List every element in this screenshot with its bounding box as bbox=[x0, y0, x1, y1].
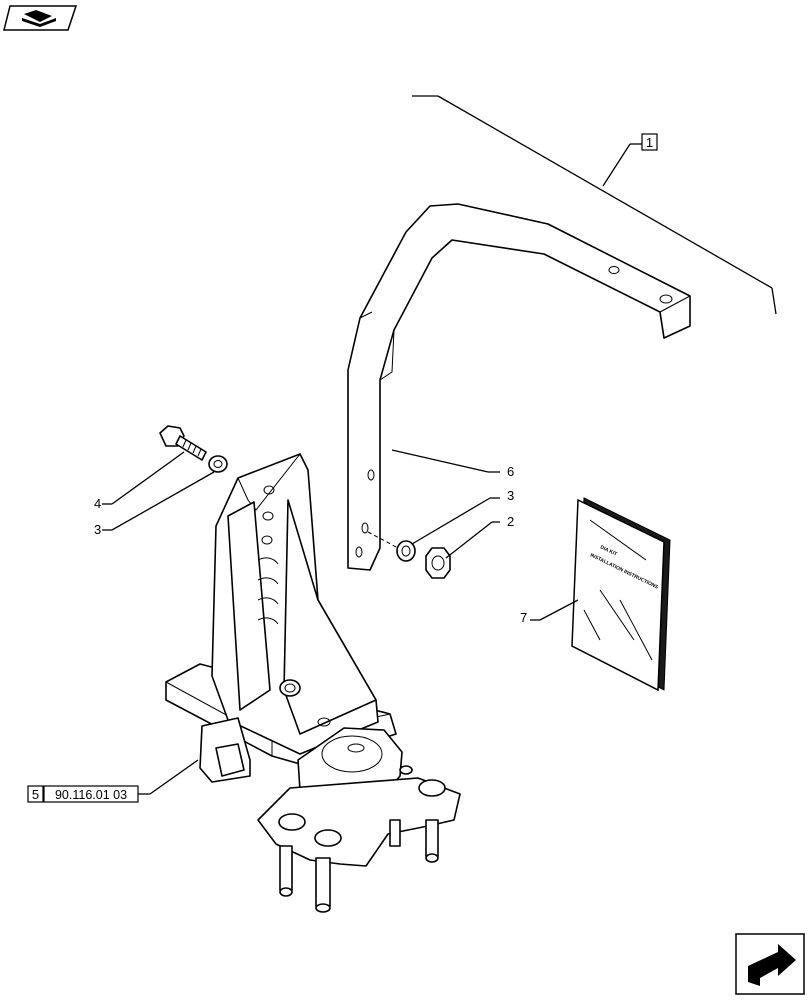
next-page-arrow-icon[interactable] bbox=[735, 933, 805, 995]
callout-assembly: 1 bbox=[646, 135, 653, 150]
washer-right bbox=[396, 540, 416, 562]
booklet-leader: 7 bbox=[520, 599, 579, 625]
washer-right-leader: 3 bbox=[411, 488, 514, 545]
assembly-axis bbox=[367, 531, 401, 550]
assembly-leader: 1 bbox=[412, 95, 777, 315]
reference-leader: 5 90.116.01 03 bbox=[27, 759, 199, 803]
washer-left bbox=[208, 455, 228, 473]
callout-instructions: 7 bbox=[520, 610, 527, 625]
book-arrow-icon[interactable] bbox=[3, 5, 78, 31]
callout-washer-right: 3 bbox=[507, 488, 514, 503]
bent-bracket bbox=[347, 203, 691, 571]
reference-index: 5 bbox=[32, 787, 39, 802]
reference-code[interactable]: 90.116.01 03 bbox=[55, 788, 127, 802]
callout-washer-left: 3 bbox=[94, 522, 101, 537]
callout-nut: 2 bbox=[507, 514, 514, 529]
bolt-leader: 4 bbox=[94, 451, 185, 511]
callout-bracket: 6 bbox=[507, 464, 514, 479]
instruction-booklet: DIA KIT INSTALLATION INSTRUCTIONS bbox=[571, 497, 671, 692]
nut-leader: 2 bbox=[445, 514, 514, 559]
washer-left-leader: 3 bbox=[94, 471, 215, 537]
mount-assembly bbox=[165, 453, 461, 913]
nut bbox=[425, 547, 451, 579]
callout-bolt: 4 bbox=[94, 496, 101, 511]
bolt bbox=[159, 425, 207, 461]
bracket-leader: 6 bbox=[391, 449, 514, 479]
